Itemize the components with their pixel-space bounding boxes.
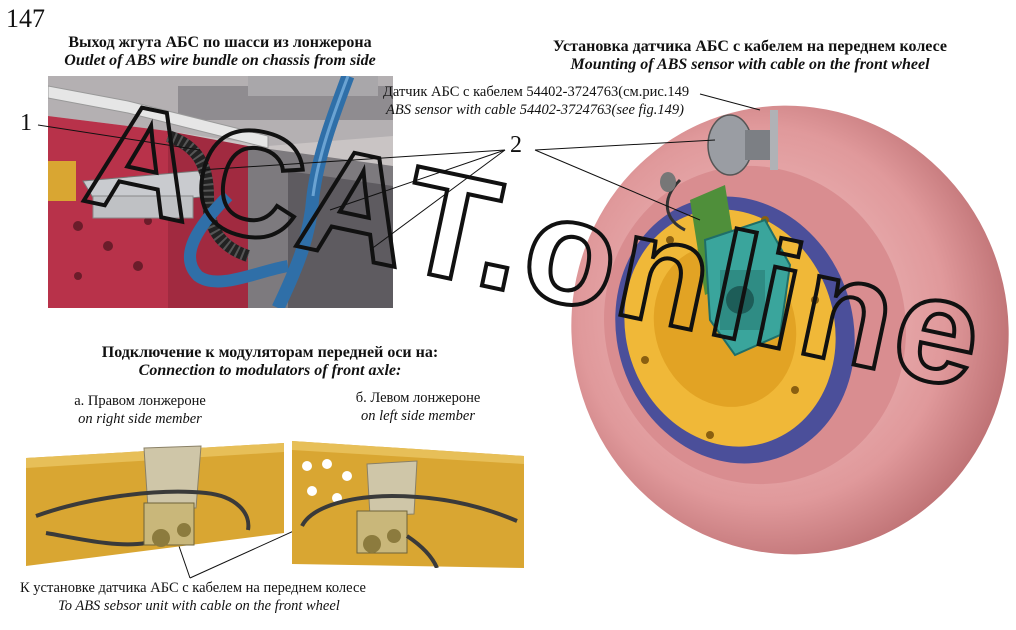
right-member-caption-en: on right side member (78, 411, 202, 427)
chassis-exit-illustration (48, 76, 393, 308)
front-wheel-title-en: Mounting of ABS sensor with cable on the… (570, 56, 930, 73)
left-member-caption-ru: б. Левом лонжероне (355, 390, 481, 406)
callout-2-label: 2 (510, 132, 522, 158)
left-member-caption-en: on left side member (361, 408, 475, 424)
right-member-caption-ru: а. Правом лонжероне (74, 393, 206, 409)
left-member-modulator-illustration (292, 436, 524, 568)
right-member-modulator-illustration (26, 438, 284, 566)
sensor-caption-ru: Датчик АБС с кабелем 54402-3724763(см.ри… (383, 84, 690, 100)
modulators-title-en: Connection to modulators of front axle: (138, 362, 402, 379)
front-wheel-title-ru: Установка датчика АБС с кабелем на перед… (553, 38, 947, 55)
sensor-caption-en: ABS sensor with cable 54402-3724763(see … (386, 102, 685, 118)
front-wheel-illustration (550, 90, 1016, 630)
chassis-exit-title-en: Outlet of ABS wire bundle on chassis fro… (64, 52, 376, 69)
chassis-exit-title-ru: Выход жгута АБС по шасси из лонжерона (68, 34, 372, 51)
bottom-note-ru: К установке датчика АБС с кабелем на пер… (20, 580, 366, 596)
callout-1-label: 1 (20, 110, 32, 136)
page-number: 147 (6, 4, 45, 33)
bottom-note-en: To ABS sebsor unit with cable on the fro… (58, 598, 340, 614)
modulators-title-ru: Подключение к модуляторам передней оси н… (101, 344, 439, 361)
